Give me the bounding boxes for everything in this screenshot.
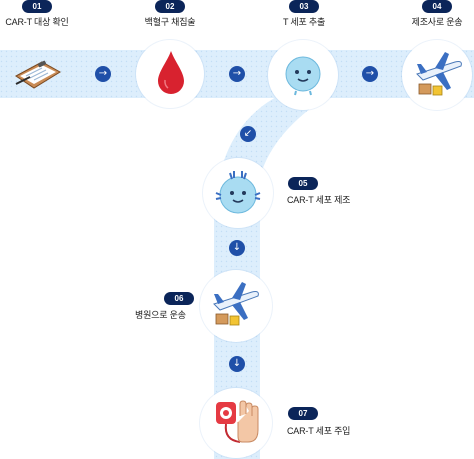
step-03-badge: 03 — [289, 0, 319, 13]
step-01-label: CAR-T 대상 확인 — [5, 17, 69, 27]
step-04-badge: 04 — [422, 0, 452, 13]
car-t-cell-icon — [210, 165, 266, 226]
step-07-circle — [200, 388, 272, 458]
step-06-label: 병원으로 운송 — [135, 310, 186, 320]
step-07-label: CAR-T 세포 주입 — [287, 426, 351, 436]
arrow-right-3: → — [362, 66, 378, 82]
step-06-badge: 06 — [164, 292, 194, 305]
step-05-badge: 05 — [288, 177, 318, 190]
step-03-label: T 세포 추출 — [282, 17, 326, 27]
step-02-badge: 02 — [155, 0, 185, 13]
clipboard-icon — [12, 58, 64, 95]
arrow-right-1: → — [95, 66, 111, 82]
arrow-down-2: ↓ — [229, 356, 245, 372]
airplane-shipping-icon — [413, 50, 465, 103]
blood-drop-icon — [157, 50, 185, 101]
step-05-label: CAR-T 세포 제조 — [287, 195, 351, 205]
step-02-label: 백혈구 채집술 — [144, 17, 196, 27]
step-01-badge: 01 — [22, 0, 52, 13]
arrow-down-1: ↓ — [229, 240, 245, 256]
step-07-badge: 07 — [288, 407, 318, 420]
airplane-shipping-icon — [210, 280, 262, 333]
arrow-right-2: → — [229, 66, 245, 82]
arrow-down-left: ↙ — [240, 126, 256, 142]
infusion-hand-icon — [212, 396, 262, 455]
t-cell-icon — [283, 54, 323, 101]
step-04-label: 제조사로 운송 — [411, 17, 463, 27]
